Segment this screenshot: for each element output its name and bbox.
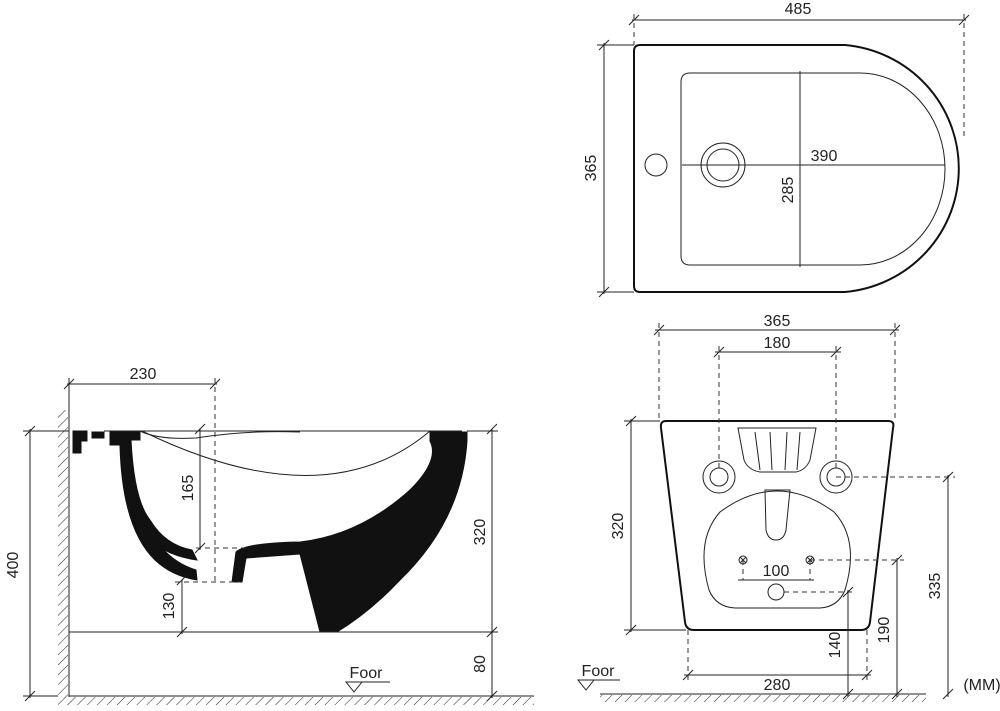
- side-floor-hatch: [58, 697, 534, 705]
- front-bracket: [737, 427, 817, 473]
- label-180: 180: [764, 335, 791, 352]
- label-190: 190: [876, 617, 893, 644]
- units-label: (MM): [963, 677, 1000, 694]
- front-view: Foor 365 180 320 100 335 190 140 280: [576, 313, 955, 702]
- label-390: 390: [811, 148, 838, 165]
- mount-hole-left: [702, 460, 736, 494]
- label-320-front: 320: [610, 513, 627, 540]
- label-280: 280: [764, 677, 791, 694]
- front-outline: [659, 420, 895, 631]
- label-foor-side: Foor: [350, 665, 384, 682]
- label-365-front: 365: [764, 313, 791, 330]
- label-365-top: 365: [583, 155, 600, 182]
- label-130: 130: [161, 593, 178, 620]
- tap-hole: [644, 153, 668, 177]
- label-80: 80: [472, 655, 489, 673]
- mount-hole-right: [819, 460, 853, 494]
- top-view: 485 365 390 285: [583, 1, 970, 298]
- side-view: Foor 230 400 165 130 320 80: [5, 366, 534, 705]
- front-bowl: [703, 490, 851, 609]
- label-285: 285: [780, 177, 797, 204]
- label-230: 230: [130, 366, 157, 383]
- wall-hatch: [58, 410, 68, 698]
- label-140: 140: [827, 632, 844, 659]
- label-foor-front: Foor: [582, 663, 616, 680]
- label-400: 400: [5, 552, 22, 579]
- label-485: 485: [785, 1, 812, 18]
- top-bowl-outline: [680, 72, 946, 266]
- label-165: 165: [180, 475, 197, 502]
- top-outline: [633, 44, 960, 293]
- label-100: 100: [763, 563, 790, 580]
- label-335: 335: [927, 573, 944, 600]
- label-320-side: 320: [472, 519, 489, 546]
